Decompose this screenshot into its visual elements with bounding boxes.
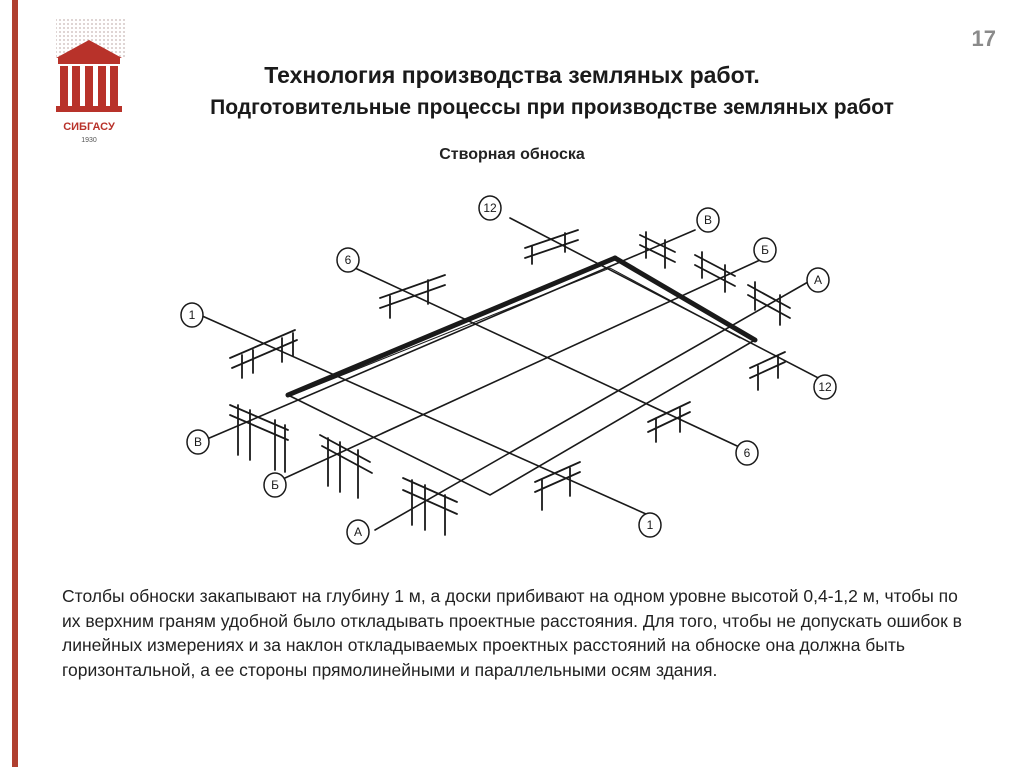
body-paragraph: Столбы обноски закапывают на глубину 1 м…: [62, 586, 962, 680]
batter-board-diagram: 1 6 12 В Б А А 12 Б В 6 1: [180, 195, 837, 545]
axis-label: Б: [761, 243, 769, 257]
page-subtitle: Подготовительные процессы при производст…: [210, 96, 894, 119]
axis-label: В: [704, 213, 712, 227]
university-logo: СИБГАСУ 1930: [56, 18, 126, 144]
axis-label: А: [354, 525, 362, 539]
figure-caption: Створная обноска: [439, 146, 585, 163]
axis-label: А: [814, 273, 822, 287]
axis-label: 1: [647, 518, 654, 532]
accent-bar: [12, 0, 18, 767]
axis-label: 1: [189, 308, 196, 322]
page-number: 17: [971, 26, 996, 51]
axis-label: 6: [345, 253, 352, 267]
axis-label: В: [194, 435, 202, 449]
page-title: Технология производства земляных работ.: [264, 62, 760, 88]
axis-label: 6: [744, 446, 751, 460]
axis-label: 12: [818, 380, 832, 394]
logo-text: СИБГАСУ: [63, 121, 115, 133]
axis-label: Б: [271, 478, 279, 492]
logo-year: 1930: [81, 137, 97, 144]
axis-label: 12: [483, 201, 497, 215]
